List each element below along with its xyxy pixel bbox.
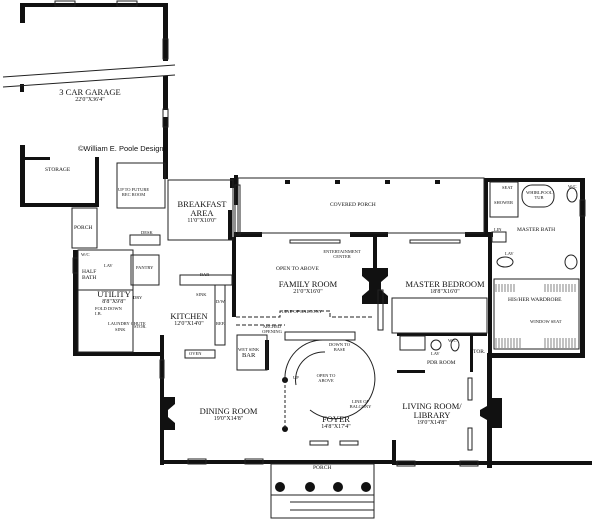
kitchen-bar-label: BAR [200, 272, 210, 277]
whirlpool-tub-label: WHIRLPOOL TUB [526, 190, 553, 200]
stair-up-label: UP [293, 375, 299, 380]
wardrobe-label: HIS/HER WARDROBE [508, 297, 562, 303]
dishwasher-label: D/W [216, 299, 225, 304]
half-bath-label: HALF BATH [82, 269, 97, 281]
future-rec-label: UP TO FUTURE REC ROOM [118, 187, 150, 197]
open-to-above-family: OPEN TO ABOVE [276, 266, 319, 272]
walls [20, 3, 592, 468]
wet-bar-label: WET SINK BAR [238, 347, 260, 359]
master-bath-lav-label: LAV [505, 251, 514, 256]
down-to-base-label: DOWN TO BASE [329, 342, 350, 352]
master-bath-wc-label: W/C [568, 184, 577, 189]
stor-label: STOR. [470, 349, 486, 355]
master-bath-label: MASTER BATH [517, 227, 556, 233]
half-bath-lav: LAV [104, 263, 113, 268]
covered-porch-posts [285, 180, 440, 184]
dry-label: DRY [133, 295, 143, 300]
designer-credit: ©William E. Poole Designs [78, 144, 168, 153]
wardrobe-hatching [495, 284, 576, 348]
ib-label: I.B. [95, 311, 102, 316]
garage-label: 3 CAR GARAGE 22'0"X36'4" [55, 88, 125, 103]
line-of-balcony-label: LINE OF BALCONY [282, 309, 322, 314]
refrigerator-label: REF. [216, 321, 226, 326]
arched-opening-label: ARCHED OPENING [262, 324, 282, 334]
open-to-above-foyer-label: OPEN TO ABOVE [316, 373, 336, 383]
garage-dim: 22'0"X36'4" [75, 96, 105, 103]
master-bedroom-label: MASTER BEDROOM 18'8"X16'0" [405, 279, 485, 295]
pantry-label: PANTRY [136, 265, 154, 270]
utility-label: UTILITY 8'8"X9'8" [97, 289, 131, 305]
garage-name: 3 CAR GARAGE [59, 87, 121, 97]
utility-sink-label: SINK [115, 327, 126, 332]
foyer-label: FOYER 14'8"X17'4" [321, 414, 351, 430]
thin-lines [2, 0, 586, 519]
entertainment-center-label: ENTERTAINMENT CENTER [323, 249, 361, 259]
family-room-label: FAMILY ROOM 21'0"X16'0" [278, 279, 338, 295]
pdr-wc-label: W/C [448, 338, 457, 343]
desk-label: DESK [141, 230, 153, 235]
side-porch-label: PORCH [74, 225, 93, 231]
kitchen-sink-label: SINK [196, 292, 207, 297]
living-room-label: LIVING ROOM/ LIBRARY 19'0"X14'8" [402, 401, 462, 426]
window-seat-label: WINDOW SEAT [530, 319, 562, 324]
kitchen-label: KITCHEN 12'0"X14'0" [170, 311, 208, 327]
half-bath-wc: W/C [81, 252, 90, 257]
line-of-balcony-foyer-label: LINE OF BALCONY [349, 399, 372, 409]
pdr-room-label: PDR ROOM [427, 360, 456, 366]
shower-seat-label: SEAT [502, 185, 513, 190]
shower-label: SHOWER [494, 200, 513, 205]
covered-porch-label: COVERED PORCH [330, 202, 376, 208]
front-porch-label: PORCH [313, 465, 332, 471]
porch-columns [275, 482, 371, 492]
fold-down-label: FOLD DOWN [95, 306, 122, 311]
dining-room-label: DINING ROOM 19'0"X14'8" [199, 406, 258, 422]
laundry-chute-label: LAUNDRY CHUTE [108, 321, 146, 326]
oven-label: OVEN [189, 351, 202, 356]
breakfast-area-label: BREAKFAST AREA 11'0"X10'0" [177, 199, 227, 224]
pdr-lav-label: LAV [431, 351, 440, 356]
linen-label: LIN [494, 227, 502, 232]
utility-stor-label: STOR. [134, 324, 147, 329]
storage-label: STORAGE [45, 167, 71, 173]
